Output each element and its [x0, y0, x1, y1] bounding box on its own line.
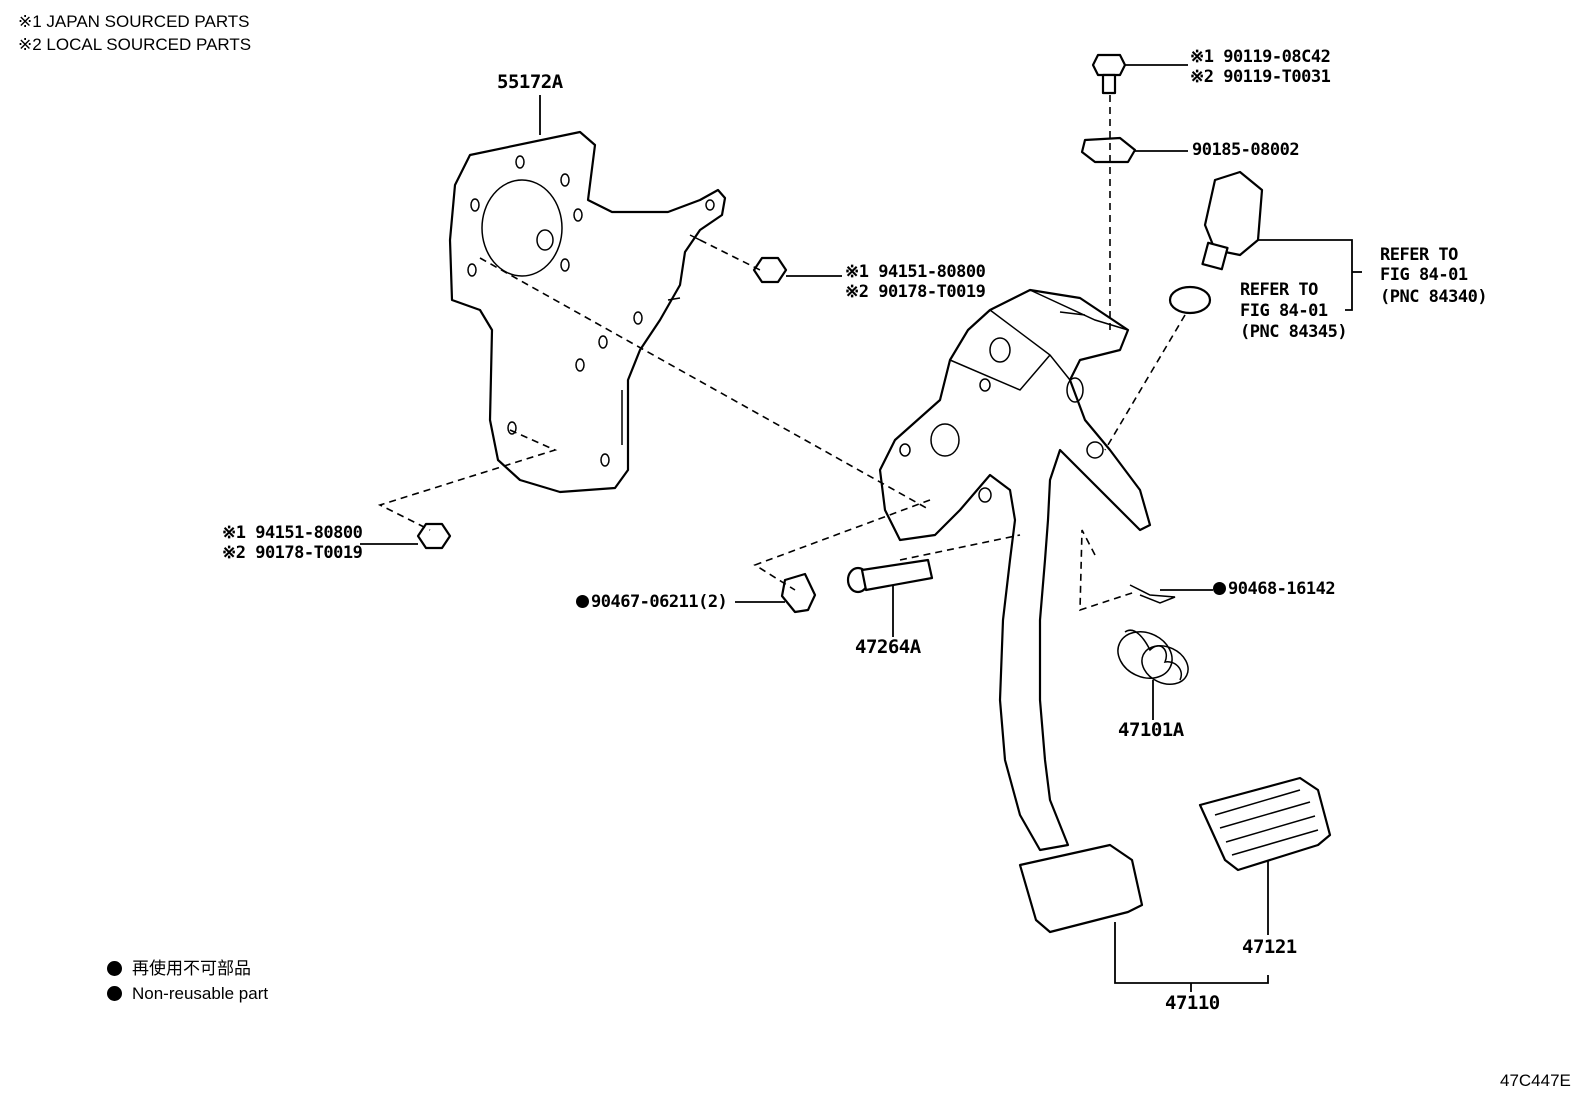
- figure-code: 47C447E: [1500, 1071, 1571, 1090]
- clip-pin-number: 90468-16142: [1228, 579, 1336, 599]
- legend-en-text: Non-reusable part: [132, 984, 269, 1003]
- part-label-47110: 47110: [1165, 992, 1220, 1014]
- part-label-55172a: 55172A: [497, 71, 563, 93]
- clip-nut-drawing: [1080, 136, 1137, 164]
- nut-upper-drawing: [752, 256, 788, 284]
- part-label-bolt-2: ※2 90119-T0031: [1190, 67, 1331, 87]
- legend-dot-icon: [107, 986, 122, 1001]
- bushing-number: 90467-06211(2): [591, 592, 728, 612]
- bushing-drawing: [780, 572, 817, 614]
- note-japan-sourced: ※1 JAPAN SOURCED PARTS: [18, 12, 250, 31]
- part-label-clip-nut: 90185-08002: [1192, 140, 1300, 160]
- bracket-55172a-drawing: [448, 130, 727, 494]
- pin-drawing: [846, 558, 934, 594]
- part-label-47121: 47121: [1242, 936, 1297, 958]
- pedal-support-drawing: [878, 288, 1152, 934]
- legend-dot-icon: [107, 961, 122, 976]
- cushion-drawing: [1168, 285, 1212, 315]
- ref-cushion-line-3: (PNC 84345): [1240, 322, 1348, 342]
- spring-drawing: [1117, 629, 1189, 685]
- legend-jp-text: 再使用不可部品: [132, 959, 251, 978]
- non-reusable-dot-icon: [576, 595, 589, 608]
- non-reusable-dot-icon: [1213, 582, 1226, 595]
- ref-switch-line-2: FIG 84-01: [1380, 265, 1468, 285]
- ref-cushion-line-2: FIG 84-01: [1240, 301, 1328, 321]
- assembly-lines: [377, 95, 1186, 612]
- pad-cover-47121-drawing: [1198, 776, 1332, 872]
- part-label-bushing: 90467-06211(2): [576, 592, 728, 612]
- switch-drawing: [1201, 170, 1264, 271]
- legend-jp: 再使用不可部品: [107, 958, 251, 980]
- part-label-47101a: 47101A: [1118, 719, 1184, 741]
- part-label-nut-upper-2: ※2 90178-T0019: [845, 282, 986, 302]
- part-label-nut-upper-1: ※1 94151-80800: [845, 262, 986, 282]
- legend-en: Non-reusable part: [107, 983, 268, 1005]
- ref-switch-line-1: REFER TO: [1380, 245, 1458, 265]
- part-label-nut-lower-2: ※2 90178-T0019: [222, 543, 363, 563]
- part-label-bolt-1: ※1 90119-08C42: [1190, 47, 1331, 67]
- nut-lower-drawing: [416, 522, 452, 550]
- bolt-drawing: [1091, 53, 1127, 95]
- clip-pin-drawing: [1129, 584, 1176, 604]
- ref-cushion-line-1: REFER TO: [1240, 280, 1318, 300]
- part-label-clip-pin: 90468-16142: [1213, 579, 1336, 599]
- part-label-nut-lower-1: ※1 94151-80800: [222, 523, 363, 543]
- leader-lines: [360, 64, 1362, 992]
- part-label-47264a: 47264A: [855, 636, 921, 658]
- ref-switch-line-3: (PNC 84340): [1380, 287, 1488, 307]
- note-local-sourced: ※2 LOCAL SOURCED PARTS: [18, 35, 252, 54]
